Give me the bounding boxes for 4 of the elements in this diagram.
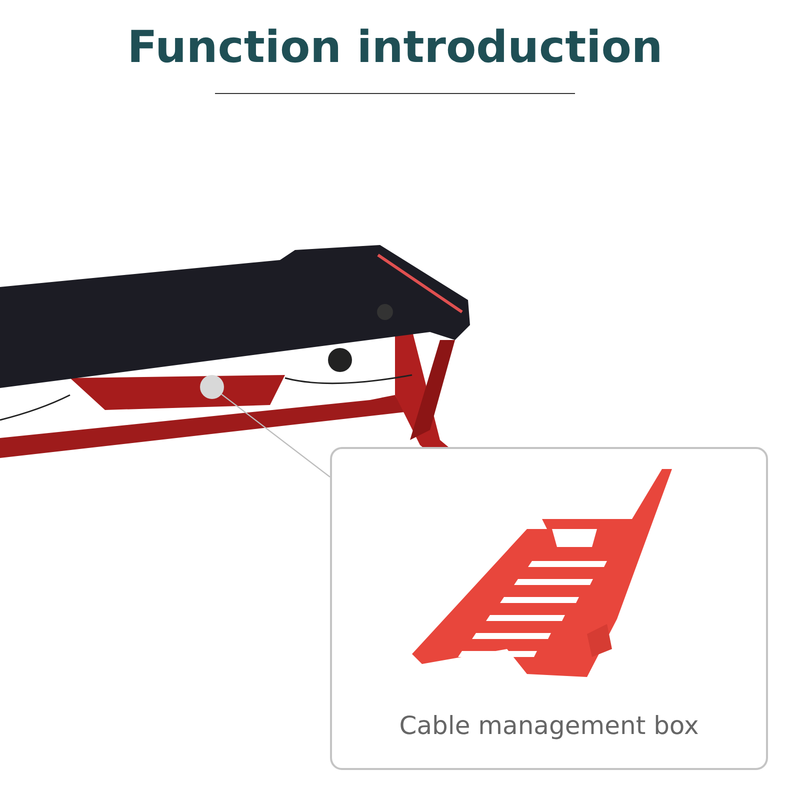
leader-line bbox=[221, 394, 330, 478]
callout-card bbox=[330, 447, 768, 770]
callout-label: Cable management box bbox=[398, 711, 700, 740]
title: Function introduction bbox=[127, 22, 663, 73]
